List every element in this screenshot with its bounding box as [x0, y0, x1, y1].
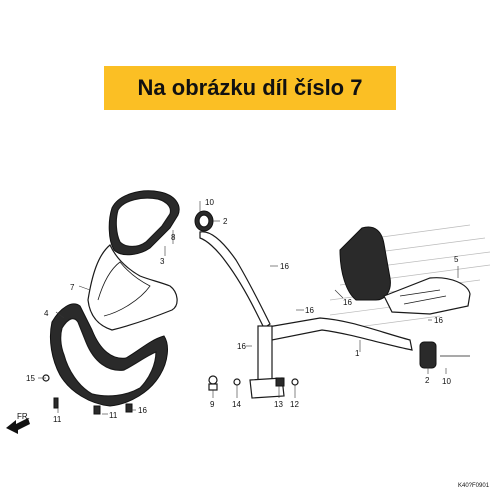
callout-2-top: 2 [223, 217, 228, 226]
callout-11-left: 11 [53, 415, 62, 424]
switch-housing [339, 226, 471, 315]
bolt-group [42, 374, 299, 415]
callout-15: 15 [26, 374, 35, 383]
grip-right [419, 341, 470, 369]
callout-5: 5 [454, 255, 459, 264]
visor-cover [108, 190, 180, 256]
callout-14: 14 [232, 400, 241, 409]
callout-1: 1 [355, 349, 360, 358]
callout-9: 9 [210, 400, 215, 409]
callout-16-c: 16 [305, 306, 314, 315]
callout-16-e: 16 [434, 316, 443, 325]
callout-10-bottom: 10 [442, 377, 451, 386]
grip-top [194, 210, 214, 232]
callout-13: 13 [274, 400, 283, 409]
part-number-banner: Na obrázku díl číslo 7 [104, 66, 396, 110]
diagram-code: K40?F0901 [458, 483, 490, 489]
banner-text: Na obrázku díl číslo 7 [137, 75, 363, 100]
direction-label: FR. [17, 412, 30, 421]
callout-labels: 1 2 2 3 4 5 7 8 9 10 10 11 11 12 13 14 1… [17, 198, 490, 489]
callout-7: 7 [70, 283, 75, 292]
callout-16-a: 16 [280, 262, 289, 271]
callout-11-right: 11 [109, 411, 118, 420]
callout-2-bottom: 2 [425, 376, 430, 385]
callout-8: 8 [171, 233, 176, 242]
leader-lines [38, 201, 459, 415]
callout-4: 4 [44, 309, 49, 318]
callout-10-top: 10 [205, 198, 214, 207]
inner-panel [87, 244, 178, 331]
front-direction-arrow [6, 418, 30, 434]
callout-12: 12 [290, 400, 299, 409]
front-cover [49, 303, 168, 407]
callout-16-f: 16 [138, 406, 147, 415]
callout-16-b: 16 [237, 342, 246, 351]
callout-16-d: 16 [343, 298, 352, 307]
callout-3: 3 [160, 257, 165, 266]
